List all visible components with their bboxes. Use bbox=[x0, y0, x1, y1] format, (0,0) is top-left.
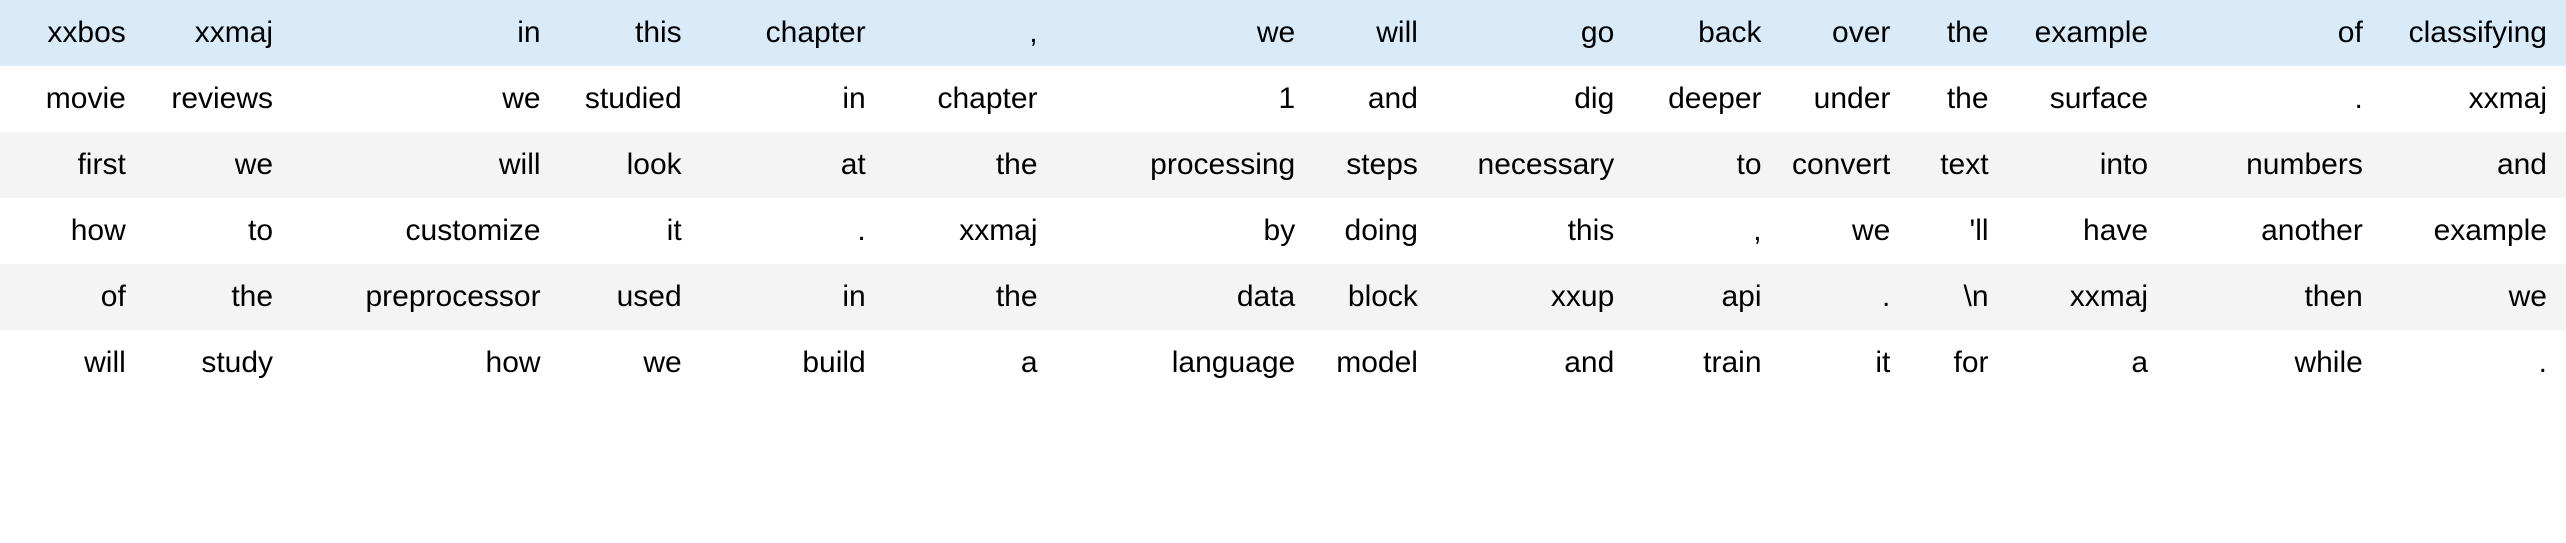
table-cell: we bbox=[1056, 0, 1315, 66]
table-cell: this bbox=[1436, 198, 1634, 264]
table-cell: we bbox=[2381, 264, 2566, 330]
table-cell: movie bbox=[0, 66, 145, 132]
table-cell: . bbox=[1780, 264, 1910, 330]
table-cell: train bbox=[1633, 330, 1781, 396]
table-cell: xxmaj bbox=[2007, 264, 2168, 330]
table-cell: another bbox=[2167, 198, 2382, 264]
table-cell: . bbox=[2167, 66, 2382, 132]
table-cell: . bbox=[2381, 330, 2566, 396]
table-cell: of bbox=[2167, 0, 2382, 66]
table-cell: \n bbox=[1909, 264, 2008, 330]
table-cell: , bbox=[1633, 198, 1781, 264]
table-cell: block bbox=[1314, 264, 1437, 330]
table-cell: convert bbox=[1780, 132, 1910, 198]
table-cell: to bbox=[144, 198, 293, 264]
table-cell: we bbox=[144, 132, 293, 198]
table-cell: 1 bbox=[1056, 66, 1315, 132]
table-cell: surface bbox=[2007, 66, 2168, 132]
table-cell: xxbos bbox=[0, 0, 145, 66]
table-cell: classifying bbox=[2381, 0, 2566, 66]
table-cell: necessary bbox=[1436, 132, 1634, 198]
table-cell: the bbox=[144, 264, 293, 330]
table-cell: then bbox=[2167, 264, 2382, 330]
table-cell: doing bbox=[1314, 198, 1437, 264]
table-cell: studied bbox=[559, 66, 701, 132]
table-cell: text bbox=[1909, 132, 2008, 198]
table-cell: processing bbox=[1056, 132, 1315, 198]
table-cell: in bbox=[700, 264, 885, 330]
table-cell: xxmaj bbox=[884, 198, 1057, 264]
table-cell: under bbox=[1780, 66, 1910, 132]
table-cell: example bbox=[2381, 198, 2566, 264]
table-cell: reviews bbox=[144, 66, 293, 132]
table-cell: first bbox=[0, 132, 145, 198]
table-cell: data bbox=[1056, 264, 1315, 330]
table-cell: . bbox=[700, 198, 885, 264]
table-cell: go bbox=[1436, 0, 1634, 66]
table-cell: in bbox=[292, 0, 560, 66]
table-cell: model bbox=[1314, 330, 1437, 396]
table-cell: at bbox=[700, 132, 885, 198]
table-cell: xxup bbox=[1436, 264, 1634, 330]
table-cell: this bbox=[559, 0, 701, 66]
table-cell: look bbox=[559, 132, 701, 198]
table-cell: the bbox=[1909, 0, 2008, 66]
table-cell: and bbox=[1314, 66, 1437, 132]
table-cell: to bbox=[1633, 132, 1781, 198]
table-cell: , bbox=[884, 0, 1057, 66]
table-cell: study bbox=[144, 330, 293, 396]
table-cell: it bbox=[559, 198, 701, 264]
table-cell: numbers bbox=[2167, 132, 2382, 198]
table-cell: we bbox=[292, 66, 560, 132]
table-cell: the bbox=[1909, 66, 2008, 132]
table-cell: we bbox=[1780, 198, 1910, 264]
table-cell: into bbox=[2007, 132, 2168, 198]
table-cell: a bbox=[884, 330, 1057, 396]
table-cell: preprocessor bbox=[292, 264, 560, 330]
table-cell: while bbox=[2167, 330, 2382, 396]
table-cell: example bbox=[2007, 0, 2168, 66]
table-cell: dig bbox=[1436, 66, 1634, 132]
table-cell: have bbox=[2007, 198, 2168, 264]
table-cell: it bbox=[1780, 330, 1910, 396]
table-cell: for bbox=[1909, 330, 2008, 396]
table-cell: the bbox=[884, 264, 1057, 330]
table-cell: of bbox=[0, 264, 145, 330]
table-cell: chapter bbox=[884, 66, 1057, 132]
table-cell: over bbox=[1780, 0, 1910, 66]
table-cell: language bbox=[1056, 330, 1315, 396]
table-cell: customize bbox=[292, 198, 560, 264]
table-cell: used bbox=[559, 264, 701, 330]
table-cell: in bbox=[700, 66, 885, 132]
table-cell: the bbox=[884, 132, 1057, 198]
table-cell: will bbox=[292, 132, 560, 198]
table-cell: xxmaj bbox=[144, 0, 293, 66]
table-cell: 'll bbox=[1909, 198, 2008, 264]
table-cell: back bbox=[1633, 0, 1781, 66]
table-cell: how bbox=[292, 330, 560, 396]
table-cell: a bbox=[2007, 330, 2168, 396]
table-cell: by bbox=[1056, 198, 1315, 264]
table-cell: chapter bbox=[700, 0, 885, 66]
table-cell: build bbox=[700, 330, 885, 396]
table-cell: we bbox=[559, 330, 701, 396]
table-cell: will bbox=[1314, 0, 1437, 66]
table-cell: will bbox=[0, 330, 145, 396]
table-cell: api bbox=[1633, 264, 1781, 330]
table-cell: xxmaj bbox=[2381, 66, 2566, 132]
table-cell: and bbox=[1436, 330, 1634, 396]
table-cell: steps bbox=[1314, 132, 1437, 198]
table-cell: and bbox=[2381, 132, 2566, 198]
table-cell: how bbox=[0, 198, 145, 264]
table-cell: deeper bbox=[1633, 66, 1781, 132]
